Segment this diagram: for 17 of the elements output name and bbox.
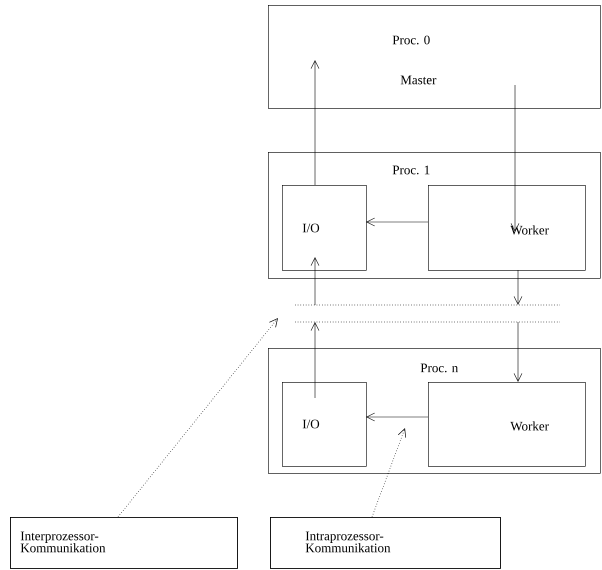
leader-arrow	[118, 318, 278, 518]
callout-box: Intraprozessor- Kommunikation	[270, 517, 501, 569]
io-box: I/O	[282, 382, 367, 467]
worker-box: Worker	[428, 185, 586, 271]
io-box: I/O	[282, 185, 367, 271]
arrow	[310, 257, 320, 306]
arrow	[514, 322, 522, 382]
arrow	[366, 412, 428, 422]
arrow	[366, 218, 428, 226]
process-box: Proc. 0 Master	[268, 5, 601, 109]
arrow	[310, 322, 320, 398]
arrow	[310, 60, 320, 186]
leader-arrow	[372, 428, 406, 518]
arrow	[510, 84, 520, 232]
arrow	[514, 270, 522, 305]
callout-box: Interprozessor- Kommunikation	[10, 517, 238, 569]
worker-box: Worker	[428, 382, 586, 467]
